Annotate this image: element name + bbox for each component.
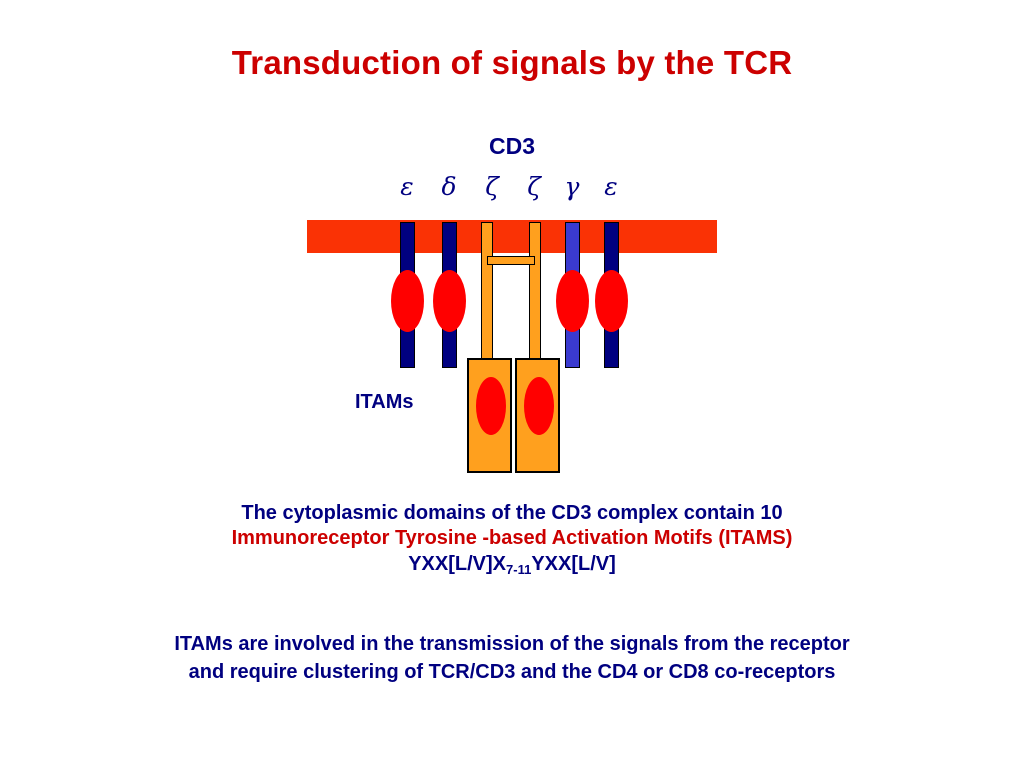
itam-oval-epsilon-left [391, 270, 424, 332]
page-title: Transduction of signals by the TCR [231, 44, 793, 81]
motif-prefix: YXX[L/V]X [408, 553, 507, 575]
chain-symbol-gamma: γ [564, 172, 580, 201]
caption-block-itam-function: ITAMs are involved in the transmission o… [0, 630, 1024, 686]
chain-symbol-epsilon-left: ε [400, 172, 414, 201]
chain-zeta-left [481, 222, 493, 370]
motif-subscript: 7-11 [506, 562, 532, 577]
caption-block-itam-definition: The cytoplasmic domains of the CD3 compl… [0, 501, 1024, 579]
caption2-line2: and require clustering of TCR/CD3 and th… [188, 661, 836, 683]
zeta-left-cytoplasmic-box [467, 358, 512, 473]
chain-symbol-zeta-left: ζ [485, 172, 499, 201]
itam-consensus-motif: YXX[L/V]X7-11YXX[L/V] [0, 551, 1024, 579]
itam-oval-zeta-left [476, 377, 506, 435]
motif-suffix: YXX[L/V] [531, 553, 616, 575]
itams-annotation-label: ITAMs [355, 391, 414, 413]
plasma-membrane-bar [307, 220, 717, 253]
chain-symbol-zeta-right: ζ [527, 172, 541, 201]
itam-oval-delta [433, 270, 466, 332]
itam-oval-gamma [556, 270, 589, 332]
chain-symbol-epsilon-right: ε [604, 172, 618, 201]
chain-zeta-right [529, 222, 541, 370]
caption1-line1: The cytoplasmic domains of the CD3 compl… [241, 502, 783, 524]
chain-symbol-row: ε δ ζ ζ γ ε [0, 172, 1024, 206]
cd3-complex-label: CD3 [488, 133, 535, 159]
caption1-line2: Immunoreceptor Tyrosine -based Activatio… [231, 527, 793, 549]
itam-oval-zeta-right [524, 377, 554, 435]
itam-oval-epsilon-right [595, 270, 628, 332]
zeta-disulfide-bridge [487, 256, 535, 265]
chain-symbol-delta: δ [441, 172, 457, 201]
zeta-right-cytoplasmic-box [515, 358, 560, 473]
caption2-line1: ITAMs are involved in the transmission o… [174, 633, 850, 655]
